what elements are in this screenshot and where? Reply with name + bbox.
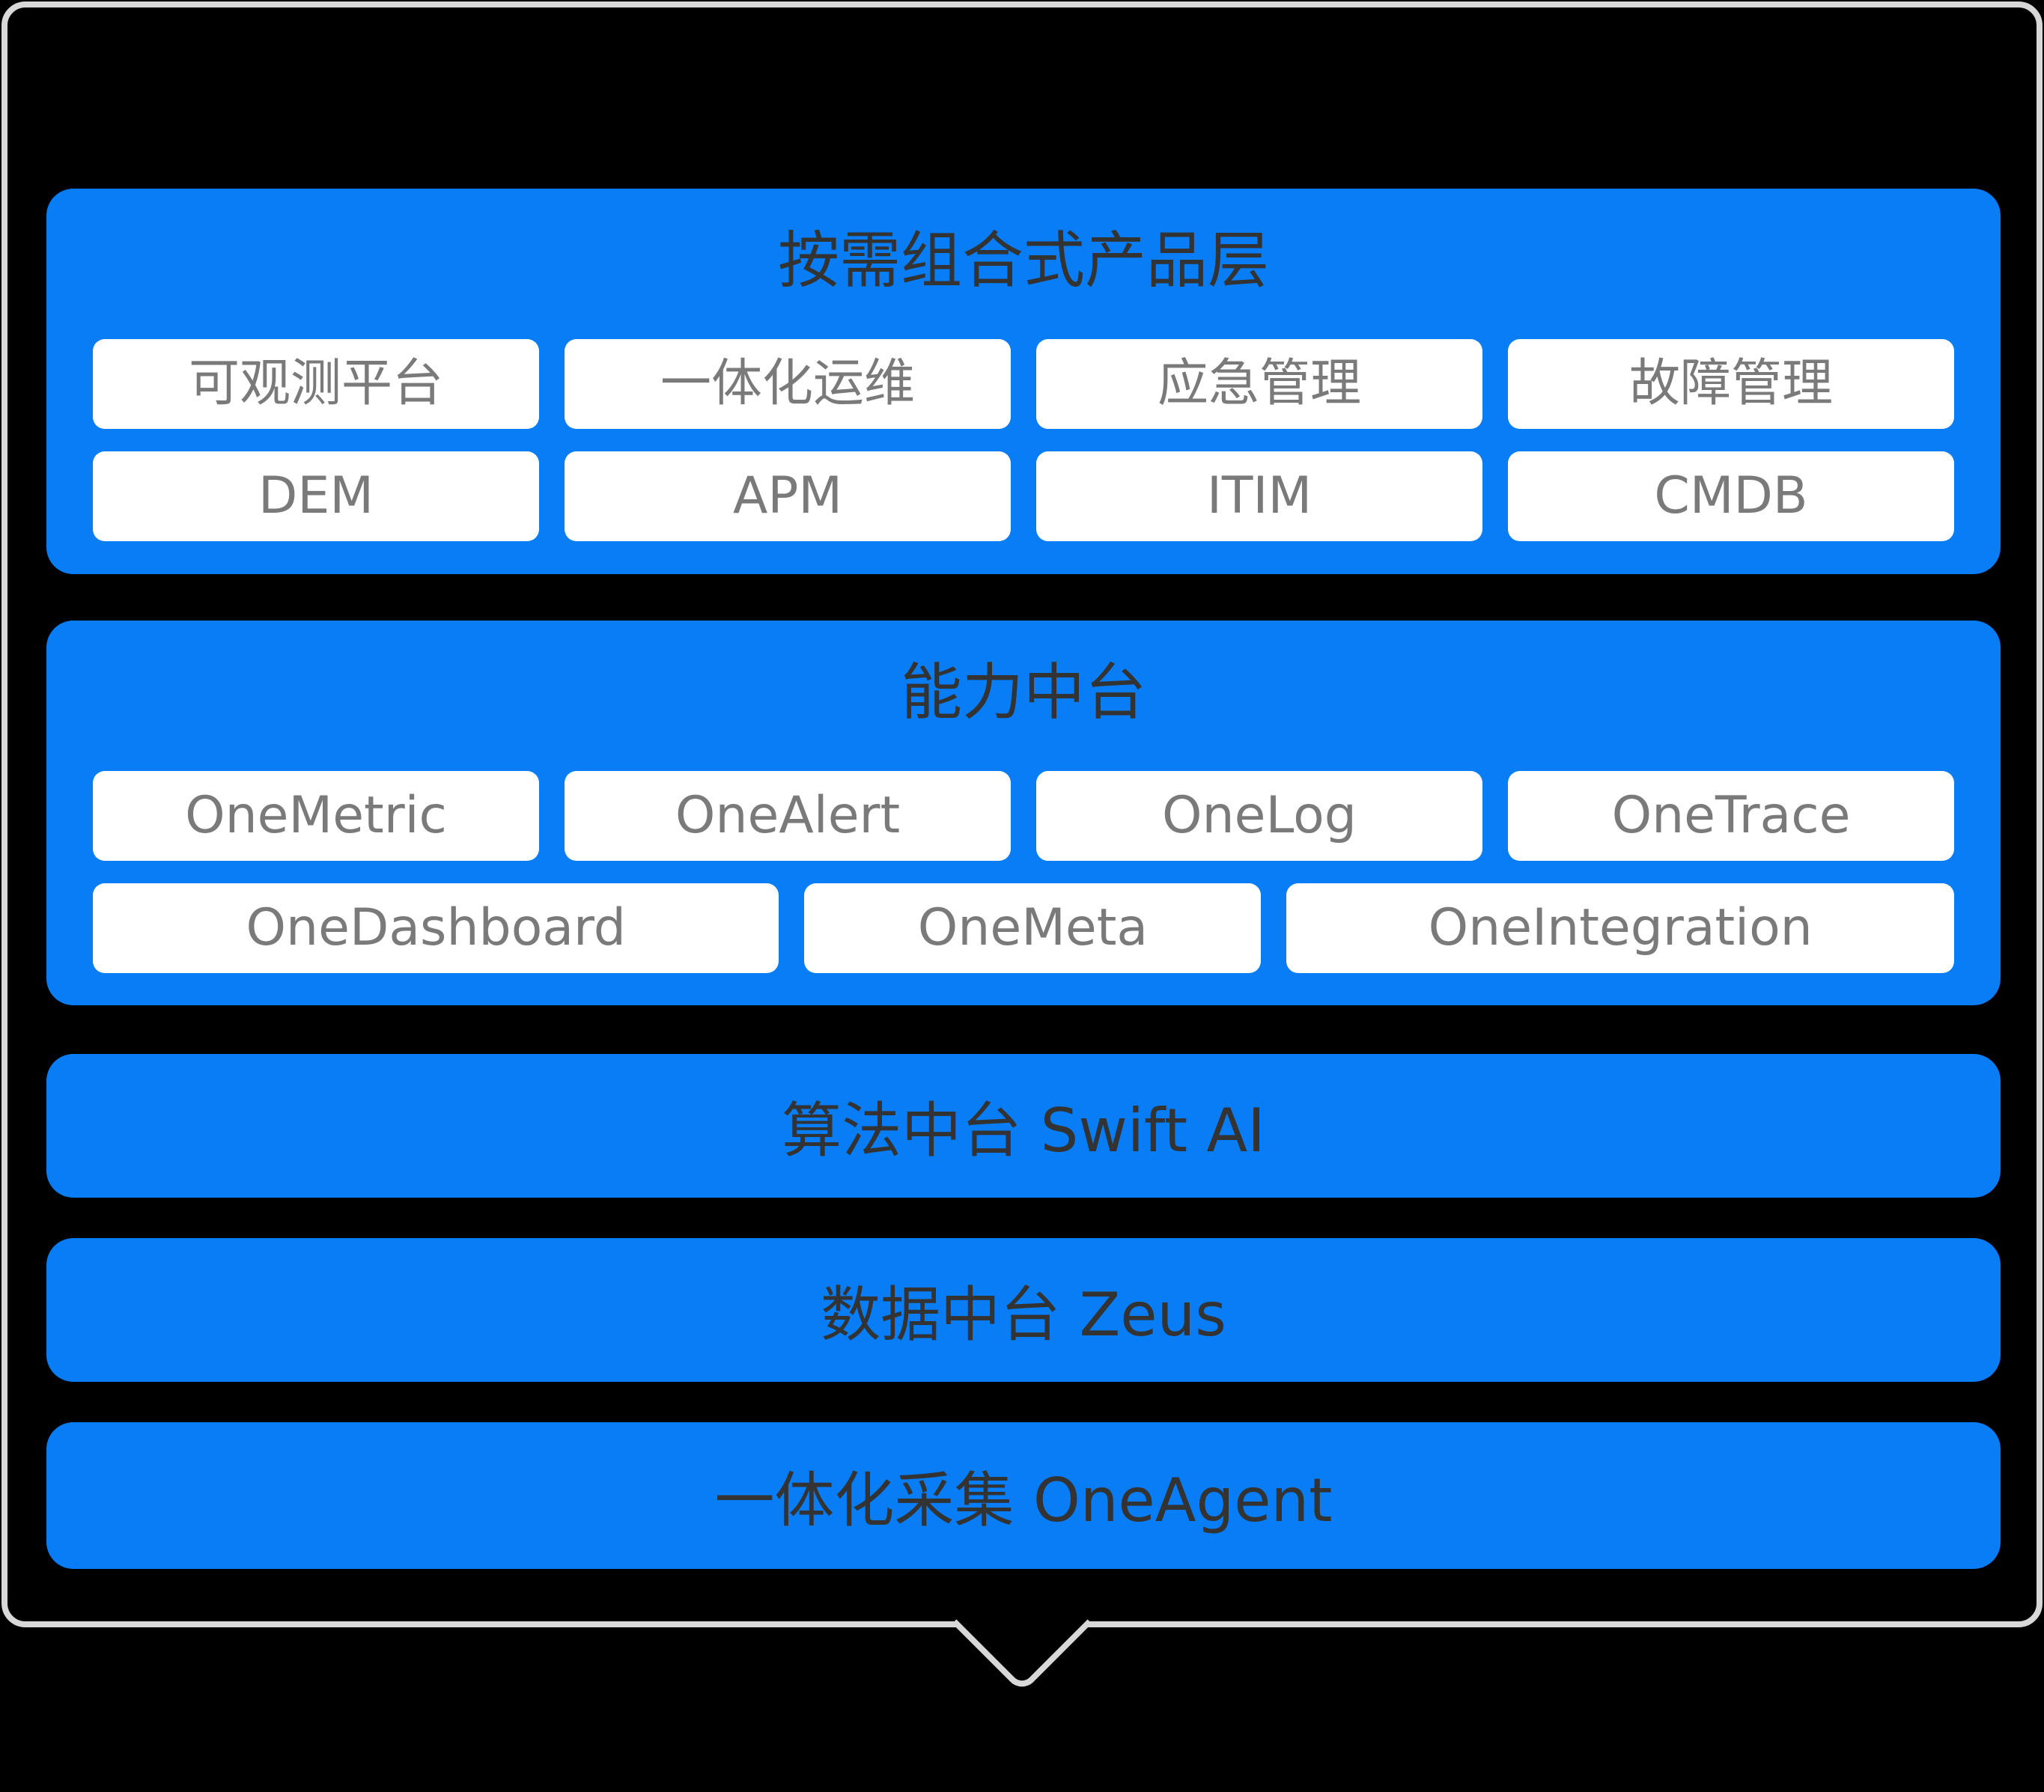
card-fault-management: 故障管理 <box>1508 339 1954 429</box>
product-row-2: DEM APM ITIM CMDB <box>93 451 1954 541</box>
card-onealert: OneAlert <box>565 771 1011 861</box>
card-emergency-management: 应急管理 <box>1036 339 1482 429</box>
capability-row-1: OneMetric OneAlert OneLog OneTrace <box>93 771 1954 861</box>
layer-collection-title: 一体化采集 OneAgent <box>714 1466 1333 1535</box>
card-onemeta: OneMeta <box>804 883 1262 973</box>
card-onetrace: OneTrace <box>1508 771 1954 861</box>
layer-data-title: 数据中台 Zeus <box>821 1280 1226 1350</box>
card-onelog: OneLog <box>1036 771 1482 861</box>
layer-data: 数据中台 Zeus <box>46 1238 2001 1382</box>
product-row-1: 可观测平台 一体化运维 应急管理 故障管理 <box>93 339 1954 429</box>
card-cmdb: CMDB <box>1508 451 1954 541</box>
layer-capability: 能力中台 OneMetric OneAlert OneLog OneTrace … <box>46 621 2001 1005</box>
layer-algorithm-title: 算法中台 Swift AI <box>782 1096 1265 1165</box>
card-oneintegration: OneIntegration <box>1286 883 1954 973</box>
layer-algorithm: 算法中台 Swift AI <box>46 1054 2001 1198</box>
layer-capability-title: 能力中台 <box>900 657 1146 728</box>
card-dem: DEM <box>93 451 539 541</box>
card-itim: ITIM <box>1036 451 1482 541</box>
card-onedashboard: OneDashboard <box>93 883 779 973</box>
layer-product-title: 按需组合式产品层 <box>777 225 1269 296</box>
card-apm: APM <box>565 451 1011 541</box>
card-observability-platform: 可观测平台 <box>93 339 539 429</box>
layer-collection: 一体化采集 OneAgent <box>46 1422 2001 1569</box>
card-onemetric: OneMetric <box>93 771 539 861</box>
layer-product: 按需组合式产品层 可观测平台 一体化运维 应急管理 故障管理 DEM APM I… <box>46 189 2001 574</box>
card-integrated-ops: 一体化运维 <box>565 339 1011 429</box>
capability-row-2: OneDashboard OneMeta OneIntegration <box>93 883 1954 973</box>
